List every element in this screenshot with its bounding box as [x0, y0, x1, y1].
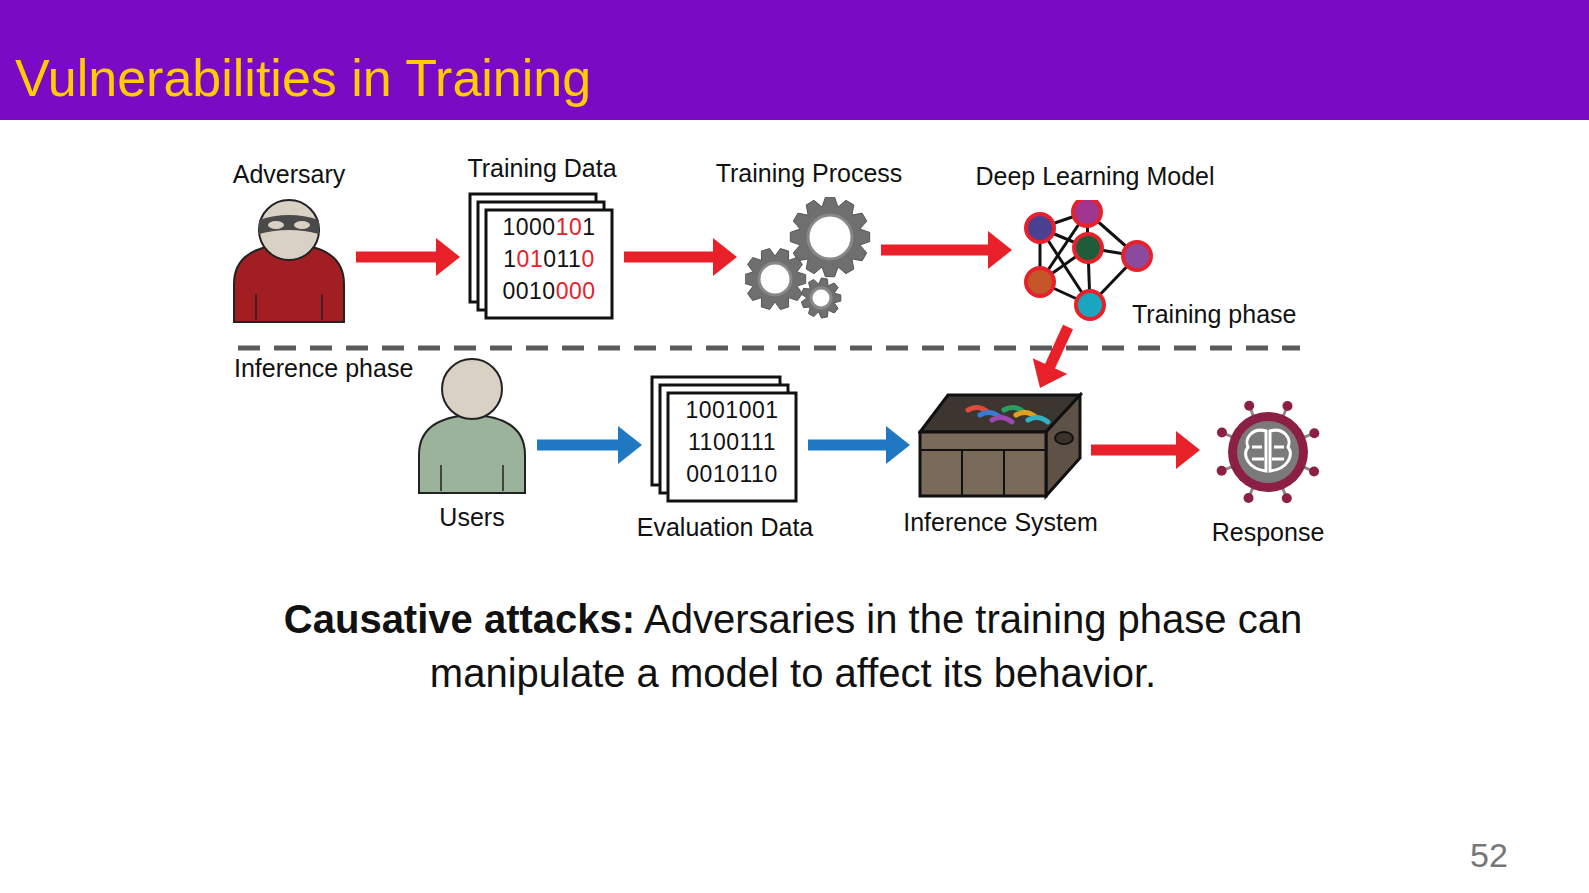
- gear-hole: [811, 288, 831, 308]
- gear-hole: [759, 263, 791, 295]
- response-dot: [1217, 428, 1227, 438]
- page-sheet: [668, 393, 796, 501]
- binary-row: 1010110: [486, 246, 612, 273]
- response-dot: [1282, 401, 1292, 411]
- gear: [801, 278, 840, 318]
- icon-art: [415, 357, 529, 495]
- arm-line: [502, 465, 504, 491]
- mask: [259, 215, 319, 234]
- flow-arrow: [1033, 327, 1068, 388]
- network-neuron: [1076, 291, 1104, 319]
- flow-arrow: [1091, 431, 1200, 469]
- arrow-head: [988, 231, 1012, 269]
- binary-row: 0010110: [668, 461, 796, 488]
- box-scribble: [1028, 417, 1048, 422]
- page-sheet: [486, 210, 612, 318]
- process-gears: Training Process: [745, 197, 873, 322]
- page-number: 52: [1470, 836, 1508, 875]
- box-scribble: [992, 417, 1012, 422]
- flow-arrow: [808, 426, 910, 464]
- icon-art: [918, 392, 1083, 500]
- node-label: Response: [1212, 518, 1325, 547]
- arrow-shaft: [881, 245, 990, 256]
- phase-label: Training phase: [1132, 300, 1296, 329]
- network-neuron: [1026, 214, 1054, 242]
- brain-fold: [1252, 447, 1284, 459]
- response-dot: [1309, 466, 1319, 476]
- gear: [745, 249, 806, 310]
- response-dot: [1244, 493, 1254, 503]
- icon-art: [230, 198, 348, 324]
- arrow-shaft: [1049, 327, 1068, 368]
- arm-line: [440, 465, 442, 491]
- inference-box: Inference System: [918, 392, 1083, 500]
- node-label: Evaluation Data: [637, 513, 814, 542]
- data-document: Training Data100010110101100010000: [468, 192, 616, 322]
- brain-lobe: [1270, 430, 1290, 471]
- user-figure: Users: [415, 357, 529, 495]
- arrow-head: [436, 238, 460, 276]
- arrow-shaft: [808, 440, 888, 451]
- node-label: Inference System: [903, 508, 1098, 537]
- arrow-shaft: [1091, 445, 1178, 456]
- phase-label: Inference phase: [234, 354, 413, 383]
- response-core: [1237, 421, 1299, 483]
- icon-art: [1208, 395, 1328, 510]
- response-dot: [1282, 493, 1292, 503]
- response-dot: [1217, 466, 1227, 476]
- brain-lobe: [1246, 430, 1266, 471]
- node-label: Adversary: [233, 160, 346, 189]
- adversary-figure: Adversary: [230, 198, 348, 324]
- arrow-shaft: [624, 252, 715, 263]
- flow-arrow: [537, 426, 642, 464]
- response-dot: [1309, 428, 1319, 438]
- person-head: [259, 200, 319, 260]
- box-front: [920, 432, 1046, 496]
- binary-row: 1001001: [668, 397, 796, 424]
- box-side: [1046, 395, 1080, 496]
- binary-row: 1000101: [486, 214, 612, 241]
- caption: Causative attacks: Adversaries in the tr…: [218, 592, 1368, 700]
- arm-line: [321, 294, 323, 320]
- node-label: Training Process: [716, 159, 903, 188]
- box-seam: [961, 450, 963, 496]
- arrow-shaft: [537, 440, 620, 451]
- response-dot: [1244, 401, 1254, 411]
- binary-row: 1100111: [668, 429, 796, 456]
- node-label: Deep Learning Model: [975, 162, 1214, 191]
- node-label: Users: [439, 503, 504, 532]
- box-seam: [1003, 450, 1005, 496]
- data-document: Evaluation Data100100111001110010110: [650, 375, 800, 505]
- flow-arrow: [356, 238, 460, 276]
- flow-arrow: [624, 238, 737, 276]
- network-neuron: [1123, 242, 1151, 270]
- network-neuron: [1026, 268, 1054, 296]
- flow-arrow: [881, 231, 1012, 269]
- arrow-head: [1033, 358, 1068, 388]
- gear-hole: [808, 215, 852, 259]
- person-body: [419, 415, 525, 493]
- arrow-head: [618, 426, 642, 464]
- response-icon: Response: [1208, 395, 1328, 510]
- box-handle: [1055, 432, 1073, 444]
- slide-title: Vulnerabilities in Training: [15, 48, 591, 108]
- box-seam: [920, 449, 1046, 451]
- person-head: [442, 359, 502, 419]
- dashed-divider: [238, 346, 1300, 351]
- arrow-shaft: [356, 252, 438, 263]
- network-neuron: [1073, 200, 1101, 226]
- icon-art: [745, 197, 873, 322]
- arrow-head: [1176, 431, 1200, 469]
- mask-eye: [268, 221, 284, 229]
- node-label: Training Data: [467, 154, 616, 183]
- binary-row: 0010000: [486, 278, 612, 305]
- arrow-head: [713, 238, 737, 276]
- mask-eye: [294, 221, 310, 229]
- arm-line: [255, 294, 257, 320]
- response-ring: [1228, 412, 1308, 492]
- arrow-head: [886, 426, 910, 464]
- network-neuron: [1074, 234, 1102, 262]
